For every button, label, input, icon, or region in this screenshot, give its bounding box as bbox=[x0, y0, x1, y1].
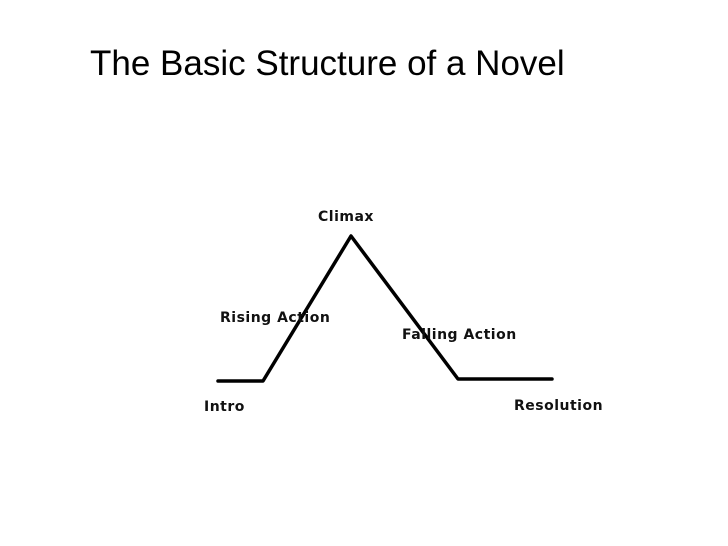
rising-action-label: Rising Action bbox=[220, 310, 331, 326]
plot-line bbox=[216, 234, 554, 383]
climax-label: Climax bbox=[318, 209, 374, 225]
resolution-label: Resolution bbox=[514, 398, 604, 414]
slide-title: The Basic Structure of a Novel bbox=[90, 44, 565, 83]
intro-label: Intro bbox=[204, 399, 245, 415]
falling-action-label: Falling Action bbox=[402, 327, 517, 343]
